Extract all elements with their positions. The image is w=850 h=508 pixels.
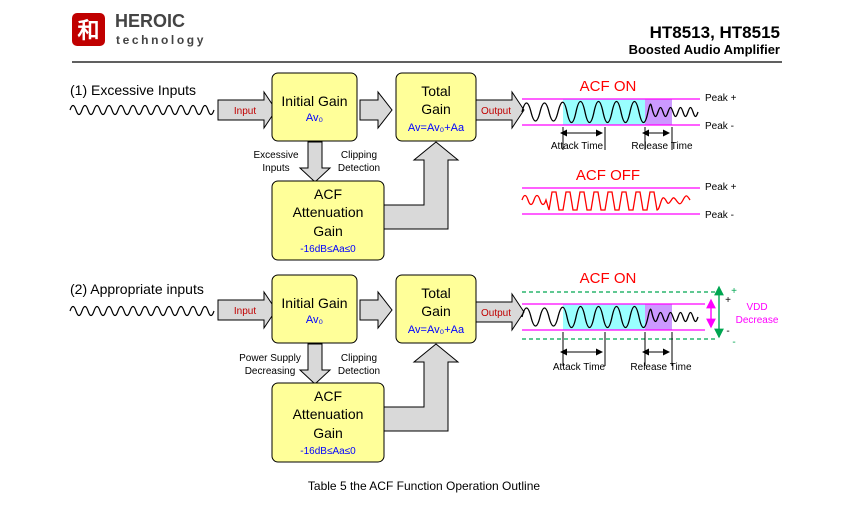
- total-gain-formula-1: Av=Av₀+Aa: [408, 122, 465, 134]
- arrow-initial-to-total-1: [359, 90, 393, 130]
- document-subtitle: Boosted Audio Amplifier: [629, 42, 780, 57]
- output-arrow-2: [475, 292, 525, 332]
- initial-gain-block-1: [271, 72, 358, 142]
- acf-on-label-2: ACF ON: [580, 270, 637, 287]
- peak-plus-label-1: Peak +: [705, 93, 737, 104]
- acf-line3-1: Gain: [313, 223, 343, 239]
- brand-name: HEROIC: [115, 11, 185, 31]
- vdd-minus-sign: -: [732, 337, 735, 348]
- peak-minus-label-1: Peak -: [705, 121, 734, 132]
- acf-range-2: -16dB≤Aa≤0: [300, 446, 356, 457]
- initial-gain-title-1: Initial Gain: [281, 93, 347, 109]
- output-label-2: Output: [481, 308, 511, 319]
- logo-seal-char: 和: [77, 18, 99, 43]
- part-numbers: HT8513, HT8515: [650, 23, 780, 42]
- acf-line2-2: Attenuation: [293, 406, 364, 422]
- logo-seal: [72, 13, 105, 46]
- feedback-arrow-1: [383, 141, 460, 230]
- initial-gain-block-2: [271, 274, 358, 344]
- right-note-line2-2: Detection: [338, 366, 380, 377]
- off-peak-plus-label: Peak +: [705, 182, 737, 193]
- total-gain-formula-2: Av=Av₀+Aa: [408, 324, 465, 336]
- attack-time-label-2: Attack Time: [553, 362, 606, 373]
- attack-time-label-1: Attack Time: [551, 141, 604, 152]
- total-gain-title2-2: Gain: [421, 303, 451, 319]
- input-label-2: Input: [234, 306, 256, 317]
- section-excessive-inputs: (1) Excessive Inputs Input Initial Gain …: [69, 72, 737, 261]
- off-peak-minus-label: Peak -: [705, 210, 734, 221]
- acf-on-waveform-2: [521, 305, 699, 329]
- input-arrow-1: [217, 90, 277, 130]
- section2-label: (2) Appropriate inputs: [70, 281, 204, 297]
- acf-off-waveform: [521, 191, 691, 211]
- left-note-line1-1: Excessive: [253, 150, 298, 161]
- down-arrow-1: [298, 141, 332, 183]
- input-arrow-2: [217, 290, 277, 330]
- total-gain-title1-2: Total: [421, 285, 451, 301]
- initial-gain-value-2: Av₀: [306, 314, 323, 326]
- peak-plus-sign: +: [725, 295, 731, 306]
- acf-line1-1: ACF: [314, 186, 342, 202]
- left-note-line2-2: Decreasing: [245, 366, 296, 377]
- acf-on-label-1: ACF ON: [580, 78, 637, 95]
- left-note-line2-1: Inputs: [262, 163, 289, 174]
- input-wave-2: [69, 305, 215, 317]
- acf-line3-2: Gain: [313, 425, 343, 441]
- acf-line1-2: ACF: [314, 388, 342, 404]
- release-time-label-1: Release Time: [631, 141, 693, 152]
- right-note-line1-1: Clipping: [341, 150, 377, 161]
- vdd-plus-sign: +: [731, 286, 737, 297]
- acf-off-label: ACF OFF: [576, 167, 640, 184]
- right-note-line1-2: Clipping: [341, 353, 377, 364]
- acf-range-1: -16dB≤Aa≤0: [300, 244, 356, 255]
- company-logo: 和 HEROIC technology: [72, 11, 206, 47]
- peak-minus-sign: -: [726, 326, 729, 337]
- output-arrow-1: [475, 90, 525, 130]
- acf-line2-1: Attenuation: [293, 204, 364, 220]
- left-note-line1-2: Power Supply: [239, 353, 301, 364]
- input-label-1: Input: [234, 106, 256, 117]
- initial-gain-value-1: Av₀: [306, 112, 323, 124]
- total-gain-title1-1: Total: [421, 83, 451, 99]
- attack-band-1: [563, 99, 645, 125]
- release-time-label-2: Release Time: [630, 362, 692, 373]
- acf-on-waveform-1: [521, 100, 699, 124]
- brand-subname: technology: [116, 33, 206, 47]
- initial-gain-title-2: Initial Gain: [281, 295, 347, 311]
- output-label-1: Output: [481, 106, 511, 117]
- total-gain-title2-1: Gain: [421, 101, 451, 117]
- input-wave-1: [69, 104, 215, 116]
- arrow-initial-to-total-2: [359, 290, 393, 330]
- vdd-label-line1: VDD: [746, 302, 767, 313]
- figure-caption: Table 5 the ACF Function Operation Outli…: [308, 479, 540, 493]
- attack-band-2: [563, 304, 645, 330]
- section-appropriate-inputs: (2) Appropriate inputs Input Initial Gai…: [69, 270, 779, 463]
- section1-label: (1) Excessive Inputs: [70, 82, 196, 98]
- feedback-arrow-2: [383, 343, 460, 432]
- vdd-label-line2: Decrease: [736, 315, 779, 326]
- down-arrow-2: [298, 343, 332, 385]
- right-note-line2-1: Detection: [338, 163, 380, 174]
